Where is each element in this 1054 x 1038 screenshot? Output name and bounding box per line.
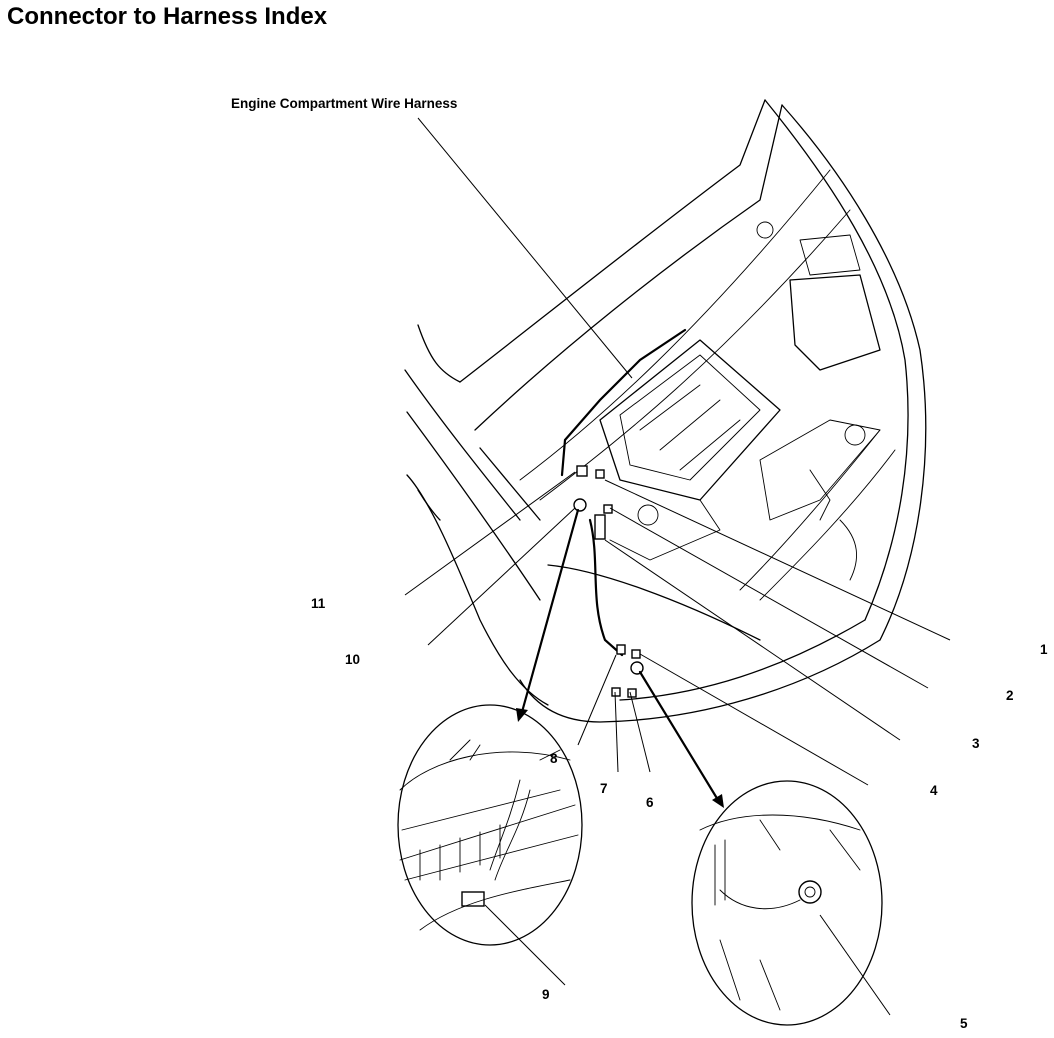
- callout-2: 2: [1006, 688, 1014, 703]
- zoom-circle-left: [397, 704, 583, 946]
- zoom-circle-right: [691, 780, 883, 1026]
- callout-10: 10: [345, 652, 361, 667]
- callout-6: 6: [646, 795, 654, 810]
- callout-leaders: [404, 471, 951, 1016]
- callout-8: 8: [550, 751, 558, 766]
- page-title: Connector to Harness Index: [7, 3, 328, 30]
- callout-7: 7: [600, 781, 608, 796]
- car-body-outline: [404, 99, 927, 723]
- zoom-arrows: [516, 508, 724, 808]
- connector-cluster-lower: [611, 644, 644, 698]
- callout-3: 3: [972, 736, 980, 751]
- callout-9: 9: [542, 987, 550, 1002]
- harness-routing: [560, 328, 687, 657]
- connector-cluster-upper: [573, 465, 613, 540]
- harness-label-leader: [417, 117, 633, 379]
- callout-5: 5: [960, 1016, 968, 1031]
- callout-1: 1: [1040, 642, 1048, 657]
- harness-label: Engine Compartment Wire Harness: [231, 96, 458, 111]
- callout-11: 11: [311, 596, 326, 611]
- callout-4: 4: [930, 783, 938, 798]
